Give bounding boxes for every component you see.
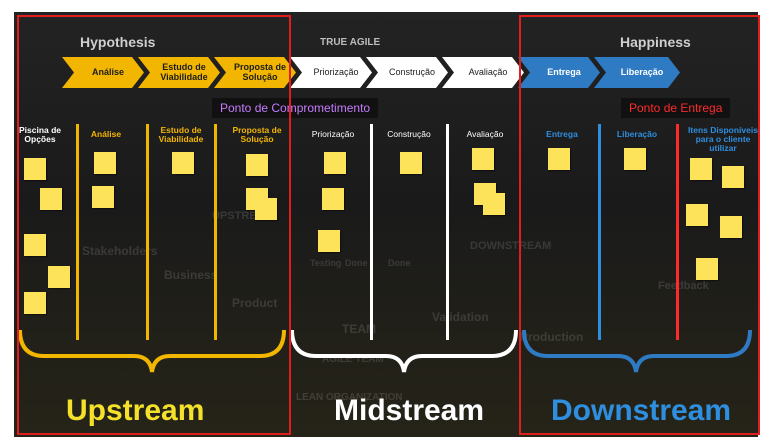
column-piscina-opcoes: Piscina de Opções bbox=[18, 125, 62, 145]
flow-stage-construcao: Construção bbox=[366, 57, 448, 88]
flow-stage-analise: Análise bbox=[62, 57, 144, 88]
sticky-note bbox=[172, 152, 194, 174]
divider-line-3 bbox=[214, 124, 217, 340]
flow-stage-liberacao: Liberação bbox=[594, 57, 680, 88]
column-entrega: Entrega bbox=[546, 129, 578, 139]
sticky-note bbox=[483, 193, 505, 215]
sticky-note bbox=[24, 292, 46, 314]
bg-text-production: Production bbox=[520, 330, 584, 344]
column-liberacao: Liberação bbox=[616, 129, 658, 139]
bg-text-agile-team: AGILE TEAM bbox=[322, 354, 384, 365]
header-happiness: Happiness bbox=[620, 34, 691, 50]
sticky-note bbox=[624, 148, 646, 170]
divider-line-1 bbox=[76, 124, 79, 340]
bg-text-lean-organization: LEAN ORGANIZATION bbox=[296, 392, 403, 403]
bg-text-downstream: DOWNSTREAM bbox=[470, 240, 552, 252]
bg-text-business: Business bbox=[164, 268, 218, 282]
delivery-point-label: Ponto de Entrega bbox=[621, 98, 731, 118]
divider-line-2 bbox=[146, 124, 149, 340]
downstream-region-outline bbox=[519, 15, 760, 435]
stream-label-downstream: Downstream bbox=[551, 394, 732, 427]
sticky-note bbox=[40, 188, 62, 210]
sticky-note bbox=[92, 186, 114, 208]
sticky-note bbox=[722, 166, 744, 188]
flow-stage-estudo-viabilidade: Estudo de Viabilidade bbox=[138, 57, 220, 88]
column-construcao: Construção bbox=[387, 129, 431, 139]
sticky-note bbox=[255, 198, 277, 220]
midstream-brace bbox=[290, 329, 518, 373]
flow-stage-proposta-solucao: Proposta de Solução bbox=[214, 57, 296, 88]
column-analise: Análise bbox=[90, 129, 122, 139]
header-true-agile: TRUE AGILE bbox=[320, 37, 381, 48]
commitment-point-label: Ponto de Comprometimento bbox=[212, 98, 379, 118]
downstream-brace bbox=[522, 329, 752, 373]
stream-label-upstream: Upstream bbox=[66, 394, 205, 427]
divider-line-5 bbox=[446, 124, 449, 340]
divider-line-4 bbox=[370, 124, 373, 340]
upstream-region-outline bbox=[17, 15, 291, 435]
divider-line-6 bbox=[598, 124, 601, 340]
sticky-note bbox=[94, 152, 116, 174]
sticky-note bbox=[48, 266, 70, 288]
column-priorizacao: Priorização bbox=[311, 129, 355, 139]
sticky-note bbox=[472, 148, 494, 170]
sticky-note bbox=[246, 154, 268, 176]
flow-stage-entrega: Entrega bbox=[518, 57, 600, 88]
sticky-note bbox=[690, 158, 712, 180]
header-hypothesis: Hypothesis bbox=[80, 34, 156, 50]
bg-text-product: Product bbox=[232, 296, 278, 310]
column-proposta-solucao: Proposta de Solução bbox=[232, 125, 282, 145]
bg-text-feedback: Feedback bbox=[658, 280, 709, 292]
bg-text-done-1: Done bbox=[345, 258, 368, 268]
sticky-note bbox=[686, 204, 708, 226]
column-avaliacao: Avaliação bbox=[466, 129, 504, 139]
sticky-note bbox=[24, 234, 46, 256]
bg-text-testing: Testing bbox=[310, 258, 342, 268]
upstream-brace bbox=[18, 329, 286, 373]
sticky-note bbox=[400, 152, 422, 174]
bg-text-done-2: Done bbox=[388, 258, 411, 268]
divider-line-7 bbox=[676, 124, 679, 340]
column-estudo-viabilidade: Estudo de Viabilidade bbox=[158, 125, 204, 145]
sticky-note bbox=[720, 216, 742, 238]
sticky-note bbox=[318, 230, 340, 252]
sticky-note bbox=[24, 158, 46, 180]
flow-stage-priorizacao: Priorização bbox=[290, 57, 372, 88]
sticky-note bbox=[696, 258, 718, 280]
sticky-note bbox=[324, 152, 346, 174]
bg-text-team: TEAM bbox=[342, 322, 376, 336]
column-itens-disponiveis: Itens Disponíveis para o cliente utiliza… bbox=[688, 125, 758, 154]
stream-label-midstream: Midstream bbox=[334, 394, 485, 427]
flow-stage-avaliacao: Avaliação bbox=[442, 57, 524, 88]
bg-text-stakeholders: Stakeholders bbox=[82, 244, 158, 258]
sticky-note bbox=[322, 188, 344, 210]
sticky-note bbox=[548, 148, 570, 170]
